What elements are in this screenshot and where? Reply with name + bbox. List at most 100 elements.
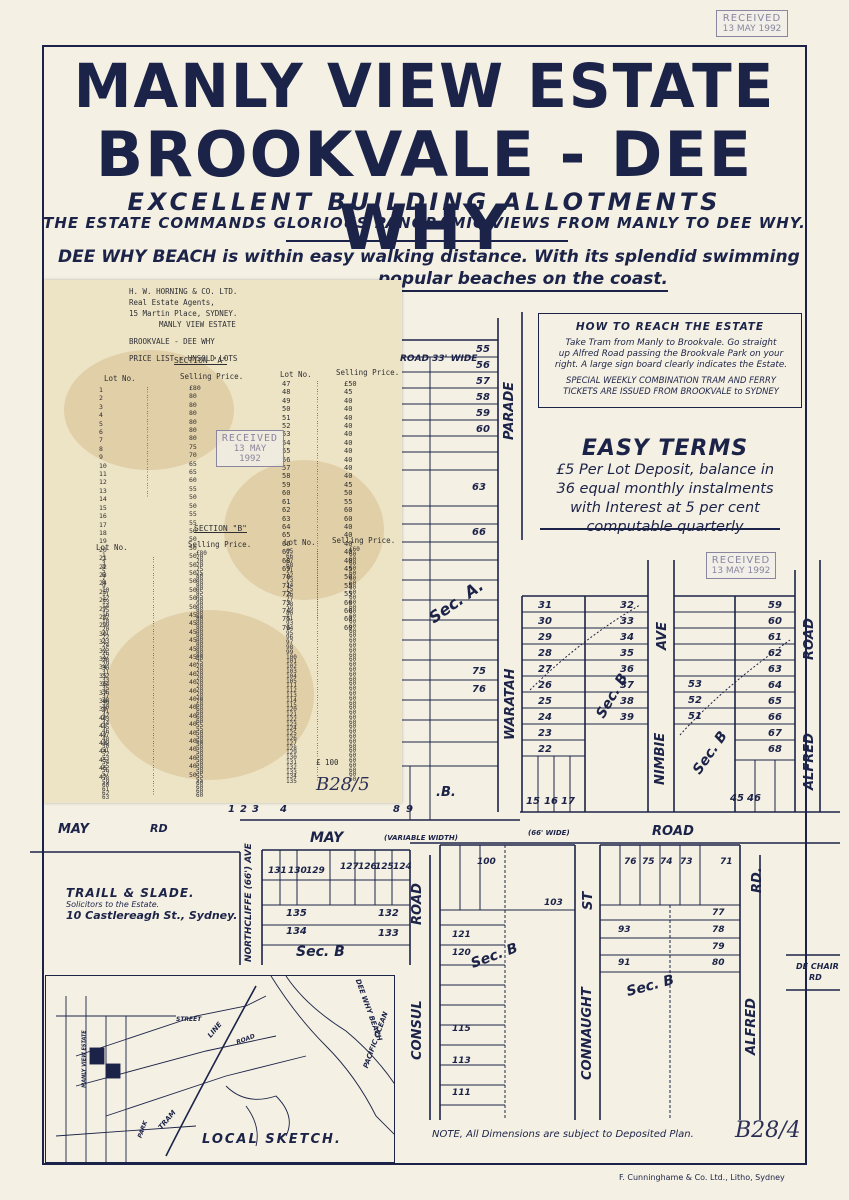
sketch-estate: MANLY VIEW ESTATE bbox=[81, 1030, 88, 1088]
sketch-street: STREET bbox=[176, 1016, 202, 1023]
col-lot-a2: Lot No. bbox=[280, 370, 312, 379]
lot-number: 62 bbox=[768, 648, 782, 659]
lot-number: 23 bbox=[538, 728, 552, 739]
lot-number: 25 bbox=[538, 696, 552, 707]
reach-line-2: up Alfred Road passing the Brookvale Par… bbox=[558, 349, 784, 359]
how-to-reach-box: HOW TO REACH THE ESTATE Take Tram from M… bbox=[538, 313, 802, 408]
lot-121: 121 bbox=[452, 930, 471, 940]
lot-number: 55 bbox=[476, 344, 490, 355]
lot-number: 65 bbox=[768, 696, 782, 707]
nimbie-label: NIMBIE bbox=[653, 732, 668, 785]
lot-number: 39 bbox=[620, 712, 634, 723]
lot-76: 76 bbox=[472, 684, 486, 695]
may-rd-suffix: RD bbox=[150, 822, 168, 835]
ave-label: AVE bbox=[655, 621, 670, 650]
title-line1: MANLY VIEW ESTATE bbox=[73, 50, 776, 122]
lot-number: 37 bbox=[620, 680, 634, 691]
lot-1: 1 bbox=[228, 804, 235, 815]
col-lot-b2: Lot No. bbox=[284, 538, 316, 547]
terms-rule bbox=[540, 528, 780, 530]
lot-number: 29 bbox=[538, 632, 552, 643]
dechair-rd-label: RD bbox=[809, 973, 822, 982]
lot-103: 103 bbox=[544, 898, 563, 908]
handwritten-b28-4: B28/4 bbox=[735, 1118, 801, 1143]
section-b-lots-2: 65 66 67 68 71 72 73 74 75 76 77 78 79 8… bbox=[286, 548, 297, 786]
lot-120: 120 bbox=[452, 948, 471, 958]
lot-number: 24 bbox=[538, 712, 552, 723]
lot-75: 75 bbox=[472, 666, 486, 677]
lot-number: 31 bbox=[538, 600, 552, 611]
lot-number: 34 bbox=[620, 632, 634, 643]
lot-number: 26 bbox=[538, 680, 552, 691]
col-lot-a1: Lot No. bbox=[104, 374, 136, 383]
may-width-label: (VARIABLE WIDTH) bbox=[384, 834, 458, 842]
lot-number: 52 bbox=[688, 695, 702, 706]
received-stamp-top: RECEIVED 13 MAY 1992 bbox=[716, 10, 788, 37]
terms-line-1: £5 Per Lot Deposit, balance in bbox=[555, 462, 775, 478]
col-price-a2: Selling Price. bbox=[336, 368, 400, 377]
lot-71: 71 bbox=[720, 857, 733, 867]
st-label: ST bbox=[581, 891, 596, 910]
terms-line-4: computable quarterly bbox=[586, 519, 744, 535]
lot-126: 126 bbox=[358, 862, 377, 872]
lot-46: 46 bbox=[747, 793, 761, 804]
lot-3: 3 bbox=[252, 804, 259, 815]
lot-number: 68 bbox=[768, 744, 782, 755]
section-a-lots-2: 47 48 49 50 51 52 53 54 55 56 57 58 59 6… bbox=[282, 380, 291, 632]
may-rd-label: MAY bbox=[58, 822, 89, 837]
road-label: ROAD bbox=[652, 824, 694, 839]
estate-location: BROOKVALE - DEE WHY bbox=[129, 337, 215, 346]
terms-line-3: with Interest at 5 per cent bbox=[570, 500, 760, 516]
terms-line-2: 36 equal monthly instalments bbox=[556, 481, 774, 497]
lot-number: 61 bbox=[768, 632, 782, 643]
lot-number: 64 bbox=[768, 680, 782, 691]
stamp-date: 13 MAY 1992 bbox=[711, 566, 771, 576]
local-sketch-map bbox=[55, 976, 394, 1162]
section-b-dots-1: ⋮⋮⋮⋮⋮⋮⋮⋮⋮⋮⋮⋮⋮⋮⋮⋮⋮⋮⋮⋮⋮⋮⋮⋮⋮⋮⋮⋮⋮⋮ bbox=[150, 556, 157, 796]
received-stamp-pricelist: RECEIVED 13 MAY 1992 bbox=[216, 430, 284, 467]
lot-number: 32 bbox=[620, 600, 634, 611]
lot-number: 35 bbox=[620, 648, 634, 659]
estate-name: MANLY VIEW ESTATE bbox=[159, 320, 236, 329]
pricelist-title: PRICE LIST - UNSOLD LOTS bbox=[129, 354, 238, 363]
section-a-lots-1: 1 2 3 4 5 6 7 8 9 10 11 12 13 14 15 16 1… bbox=[99, 386, 107, 781]
lot-number: 53 bbox=[688, 679, 702, 690]
lot-number: 66 bbox=[768, 712, 782, 723]
pricelist-header: H. W. HORNING & CO. LTD. Real Estate Age… bbox=[129, 286, 237, 364]
poster-frame bbox=[42, 45, 807, 1165]
dechair-label: DE CHAIR bbox=[796, 962, 839, 971]
lot-number: 51 bbox=[688, 711, 702, 722]
alfred-road-label: ROAD bbox=[802, 618, 817, 660]
lot-number: 59 bbox=[476, 408, 490, 419]
lot-63: 63 bbox=[472, 482, 486, 493]
lot-number: 60 bbox=[476, 424, 490, 435]
lot-number: 30 bbox=[538, 616, 552, 627]
lot-number: 58 bbox=[476, 392, 490, 403]
lot-113: 113 bbox=[452, 1056, 471, 1066]
solicitors-name: TRAILL & SLADE. bbox=[66, 886, 195, 900]
lot-74: 74 bbox=[660, 857, 673, 867]
alfred2-label: ALFRED bbox=[744, 998, 759, 1055]
lot-number: 28 bbox=[538, 648, 552, 659]
may-66-label: (66' WIDE) bbox=[528, 829, 570, 837]
section-a-prices-2: £50 45 40 40 40 40 40 40 40 40 40 40 45 … bbox=[344, 380, 357, 632]
section-a-dots-1: ⋮⋮⋮⋮⋮⋮⋮⋮⋮⋮⋮⋮⋮⋮ bbox=[144, 386, 151, 498]
lot-number: 67 bbox=[768, 728, 782, 739]
section-b-prices-2: £60 60 60 60 60 60 60 60 60 60 60 60 60 … bbox=[349, 546, 360, 784]
section-b-prices-1: £80 70 70 70 75 75 80 80 80 80 85 85 90 … bbox=[196, 550, 207, 800]
lot-73: 73 bbox=[680, 857, 693, 867]
lot-135: 135 bbox=[286, 908, 307, 919]
lot-45: 45 bbox=[730, 793, 744, 804]
lot-111: 111 bbox=[452, 1088, 471, 1098]
reach-line-4: SPECIAL WEEKLY COMBINATION TRAM AND FERR… bbox=[566, 375, 776, 385]
northcliffe-label: NORTHCLIFFE (66') AVE bbox=[244, 843, 254, 962]
lot-17: 17 bbox=[561, 796, 575, 807]
consul-label: CONSUL bbox=[410, 1000, 425, 1060]
pricelist-note: £ 100 bbox=[316, 758, 339, 767]
beach-rule bbox=[400, 290, 668, 292]
lot-100: 100 bbox=[477, 857, 496, 867]
stain bbox=[104, 610, 314, 780]
col-lot-b1: Lot No. bbox=[96, 543, 128, 552]
lot-125: 125 bbox=[375, 862, 394, 872]
subtitle-line2: THE ESTATE COMMANDS GLORIOUS PANORAMIC V… bbox=[43, 214, 806, 232]
